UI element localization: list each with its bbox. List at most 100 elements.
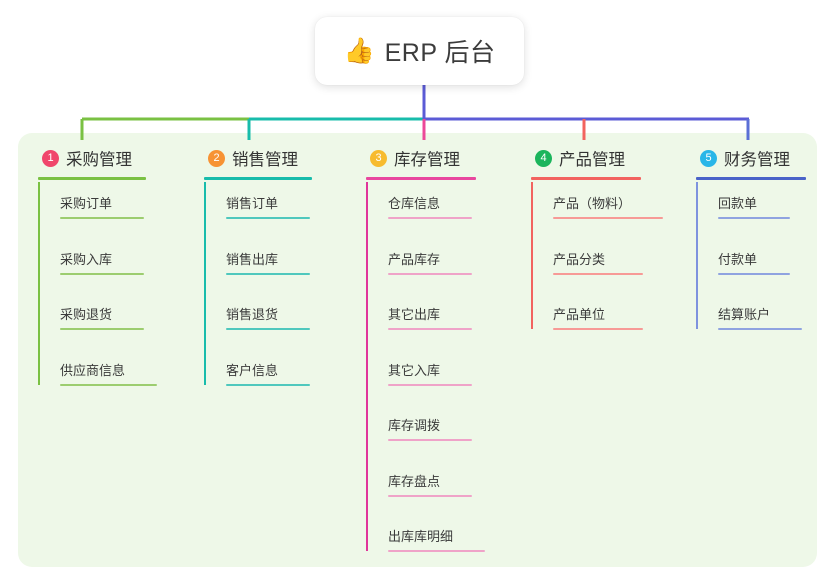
list-item-label: 采购订单	[60, 196, 113, 211]
list-item[interactable]: 库存盘点	[366, 474, 472, 497]
column-title-3: 库存管理	[394, 151, 460, 169]
root-node[interactable]: 👍 ERP 后台	[315, 17, 524, 85]
list-item-label: 付款单	[718, 251, 758, 267]
column-title-1: 采购管理	[66, 151, 132, 169]
list-item-label: 产品库存	[388, 251, 441, 267]
list-item[interactable]: 产品分类	[531, 252, 643, 275]
root-title: ERP 后台	[384, 39, 496, 67]
list-item[interactable]: 产品库存	[366, 252, 472, 275]
column-header-4[interactable]: 4 产品管理	[531, 145, 641, 171]
list-item-rule	[388, 383, 472, 386]
column-header-rule-4	[531, 177, 641, 180]
list-item[interactable]: 结算账户	[696, 307, 802, 330]
list-item-label: 采购入库	[60, 251, 113, 267]
column-4: 4 产品管理产品（物料） 产品分类产品单位	[531, 145, 663, 330]
column-badge-3: 3	[370, 149, 387, 167]
column-header-rule-2	[204, 177, 312, 180]
list-item-rule	[553, 217, 663, 219]
list-item-rule	[60, 217, 144, 219]
list-item-rule	[718, 272, 790, 275]
leaf-spine-2	[204, 182, 206, 385]
leaf-group-5: 回款单付款单结算账户	[696, 182, 806, 330]
column-title-5: 财务管理	[724, 151, 790, 169]
column-header-2[interactable]: 2 销售管理	[204, 145, 312, 171]
column-5: 5 财务管理回款单付款单结算账户	[696, 145, 806, 330]
list-item[interactable]: 其它出库	[366, 307, 472, 330]
list-item[interactable]: 回款单	[696, 196, 790, 219]
list-item-label: 库存盘点	[388, 473, 441, 489]
list-item-label: 销售出库	[226, 251, 279, 267]
list-item-rule	[388, 439, 472, 441]
list-item-rule	[718, 328, 802, 330]
list-item[interactable]: 采购订单	[38, 196, 144, 219]
list-item[interactable]: 采购入库	[38, 252, 144, 275]
column-header-1[interactable]: 1 采购管理	[38, 145, 146, 171]
list-item-label: 库存调拨	[388, 418, 441, 433]
list-item-rule	[226, 272, 310, 275]
list-item-label: 其它出库	[388, 307, 441, 322]
list-item-rule	[226, 383, 310, 386]
column-2: 2 销售管理销售订单销售出库销售退货客户信息	[204, 145, 312, 386]
list-item[interactable]: 其它入库	[366, 363, 472, 386]
column-badge-2: 2	[208, 149, 225, 167]
list-item-label: 产品单位	[553, 307, 606, 322]
list-item-rule	[226, 217, 310, 219]
list-item[interactable]: 产品单位	[531, 307, 643, 330]
leaf-spine-4	[531, 182, 533, 329]
column-badge-4: 4	[535, 149, 552, 167]
leaf-group-1: 采购订单采购入库采购退货供应商信息	[38, 182, 157, 386]
column-1: 1 采购管理采购订单采购入库采购退货供应商信息	[38, 145, 157, 386]
list-item-rule	[388, 217, 472, 219]
list-item-rule	[388, 328, 472, 330]
column-header-rule-5	[696, 177, 806, 180]
list-item-label: 销售订单	[226, 196, 279, 211]
list-item-rule	[553, 328, 643, 330]
list-item-label: 回款单	[718, 196, 758, 211]
list-item[interactable]: 销售出库	[204, 252, 310, 275]
list-item-label: 销售退货	[226, 307, 279, 322]
list-item-rule	[388, 550, 485, 552]
list-item[interactable]: 销售订单	[204, 196, 310, 219]
list-item-label: 其它入库	[388, 362, 441, 378]
leaf-group-3: 仓库信息产品库存其它出库其它入库库存调拨库存盘点出库库明细	[366, 182, 485, 552]
list-item-label: 结算账户	[718, 307, 771, 322]
list-item-rule	[553, 272, 643, 275]
list-item-rule	[718, 217, 790, 219]
column-header-rule-1	[38, 177, 146, 180]
list-item-rule	[226, 328, 310, 330]
list-item[interactable]: 出库库明细	[366, 529, 485, 552]
column-header-5[interactable]: 5 财务管理	[696, 145, 806, 171]
list-item-label: 仓库信息	[388, 196, 441, 211]
list-item[interactable]: 采购退货	[38, 307, 144, 330]
list-item-rule	[388, 272, 472, 275]
list-item-rule	[388, 494, 472, 497]
leaf-group-4: 产品（物料） 产品分类产品单位	[531, 182, 663, 330]
list-item[interactable]: 仓库信息	[366, 196, 472, 219]
list-item[interactable]: 供应商信息	[38, 363, 157, 386]
list-item-label: 产品（物料）	[553, 196, 632, 211]
column-badge-5: 5	[700, 149, 717, 167]
leaf-spine-1	[38, 182, 40, 385]
list-item[interactable]: 销售退货	[204, 307, 310, 330]
list-item-label: 供应商信息	[60, 362, 126, 378]
column-3: 3 库存管理仓库信息产品库存其它出库其它入库库存调拨库存盘点出库库明细	[366, 145, 485, 552]
column-header-3[interactable]: 3 库存管理	[366, 145, 476, 171]
column-header-rule-3	[366, 177, 476, 180]
leaf-spine-5	[696, 182, 698, 329]
list-item[interactable]: 产品（物料）	[531, 196, 663, 219]
leaf-group-2: 销售订单销售出库销售退货客户信息	[204, 182, 312, 386]
thumbs-up-icon: 👍	[343, 36, 375, 65]
list-item-rule	[60, 328, 144, 330]
column-title-2: 销售管理	[232, 151, 298, 169]
column-badge-1: 1	[42, 149, 59, 167]
list-item-label: 客户信息	[226, 362, 279, 378]
list-item-label: 采购退货	[60, 307, 113, 322]
column-title-4: 产品管理	[559, 151, 625, 169]
list-item[interactable]: 付款单	[696, 252, 790, 275]
list-item[interactable]: 库存调拨	[366, 418, 472, 441]
list-item-rule	[60, 272, 144, 275]
list-item-label: 产品分类	[553, 251, 606, 267]
list-item[interactable]: 客户信息	[204, 363, 310, 386]
leaf-spine-3	[366, 182, 368, 551]
